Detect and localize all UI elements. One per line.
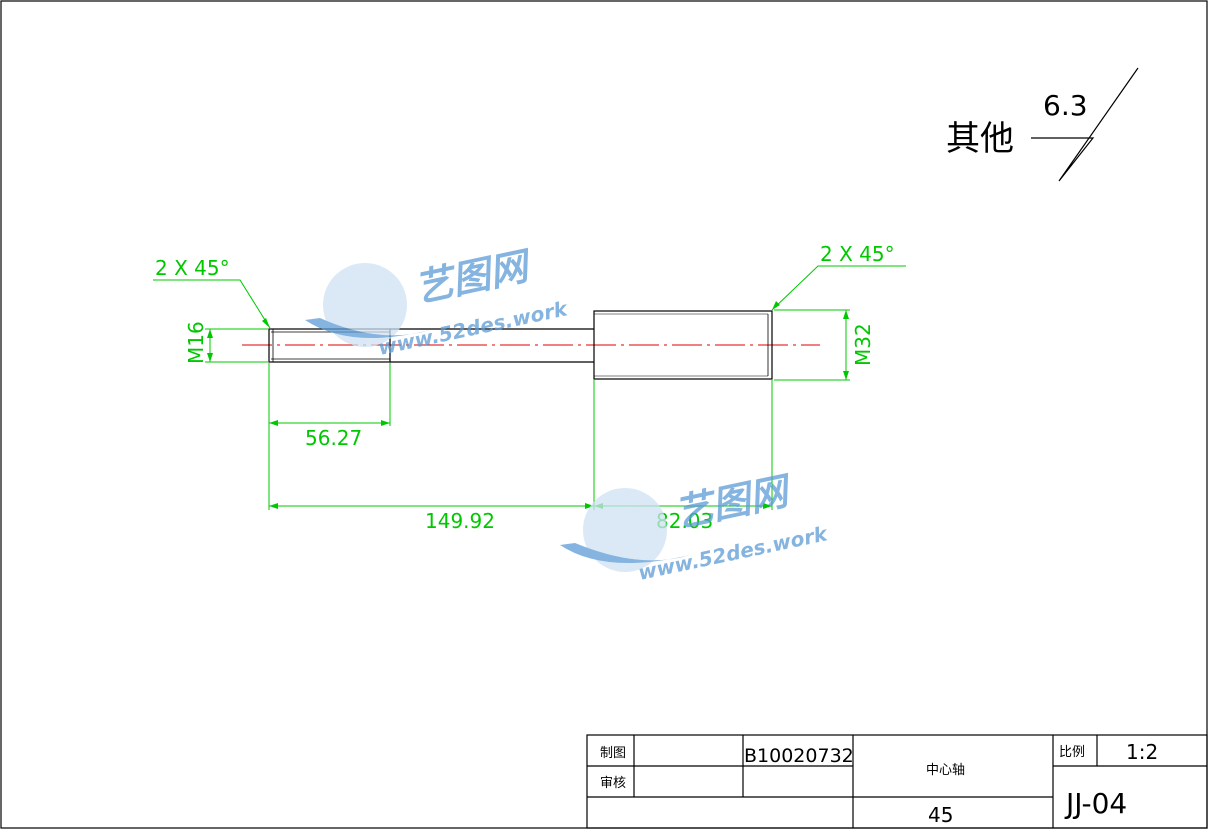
arrow-left-chamfer: [262, 318, 270, 328]
material: 45: [928, 803, 953, 827]
left-chamfer-text: 2 X 45°: [155, 256, 230, 280]
dimension-lines: [153, 265, 906, 510]
watermark-1: 艺图网 www.52des.work: [305, 243, 571, 360]
title-block: [586, 734, 1208, 829]
m32-text: M32: [851, 323, 875, 366]
dim-56-text: 56.27: [305, 426, 362, 450]
watermark-swoosh: [305, 318, 430, 338]
watermark-brand: 艺图网: [671, 468, 797, 536]
roughness-label: 其他: [946, 119, 1014, 159]
arrow-right-chamfer: [772, 301, 780, 310]
arrow-m32-bottom: [843, 371, 849, 380]
m16-text: M16: [184, 321, 208, 364]
roughness-symbol: 其他 6.3: [946, 67, 1139, 182]
arrow-m16-bottom: [207, 353, 213, 362]
watermark-swoosh: [560, 543, 690, 563]
drawn-label: 制图: [600, 746, 626, 761]
scale-label: 比例: [1059, 745, 1085, 760]
watermark-globe: [583, 488, 667, 572]
arrow-m16-top: [207, 329, 213, 338]
right-chamfer-text: 2 X 45°: [820, 242, 895, 266]
watermark-brand: 艺图网: [411, 243, 537, 311]
large-section: [593, 310, 773, 380]
arrow-149-left: [269, 503, 278, 509]
watermark-2: 艺图网 www.52des.work: [560, 468, 831, 585]
title-block-frame: [586, 734, 1208, 829]
left-chamfer-leader: [153, 279, 271, 329]
arrow-56-left: [269, 420, 278, 426]
drawing-number: JJ-04: [1064, 787, 1127, 820]
roughness-value: 6.3: [1043, 89, 1088, 122]
checked-label: 审核: [600, 776, 626, 791]
roughness-check-mark: [1031, 67, 1139, 182]
dim-149-text: 149.92: [425, 509, 495, 533]
shaft-geometry: [268, 310, 773, 380]
arrow-82-right: [763, 503, 772, 509]
right-chamfer-leader: [771, 265, 906, 311]
arrow-149-right: [585, 503, 594, 509]
part-name: 中心轴: [926, 763, 965, 778]
scale-value: 1:2: [1126, 740, 1158, 764]
watermark-globe: [323, 263, 407, 347]
drawing-code: B10020732: [744, 745, 854, 767]
arrow-m32-top: [843, 310, 849, 319]
arrow-56-right: [381, 420, 390, 426]
